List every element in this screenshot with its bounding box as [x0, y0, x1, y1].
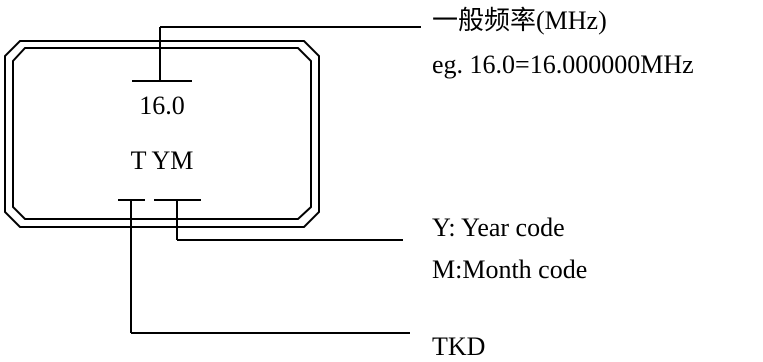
year-code-label: Y: Year code — [432, 213, 565, 242]
tkd-label: TKD — [432, 332, 486, 361]
package-inner-outline — [12, 47, 312, 220]
code-marking: T YM — [130, 146, 194, 175]
frequency-title-label: 一般频率(MHz) — [432, 6, 607, 35]
frequency-marking: 16.0 — [139, 91, 185, 120]
frequency-example-label: eg. 16.0=16.000000MHz — [432, 50, 694, 79]
package-outer-outline — [4, 40, 320, 228]
month-code-label: M:Month code — [432, 255, 588, 284]
